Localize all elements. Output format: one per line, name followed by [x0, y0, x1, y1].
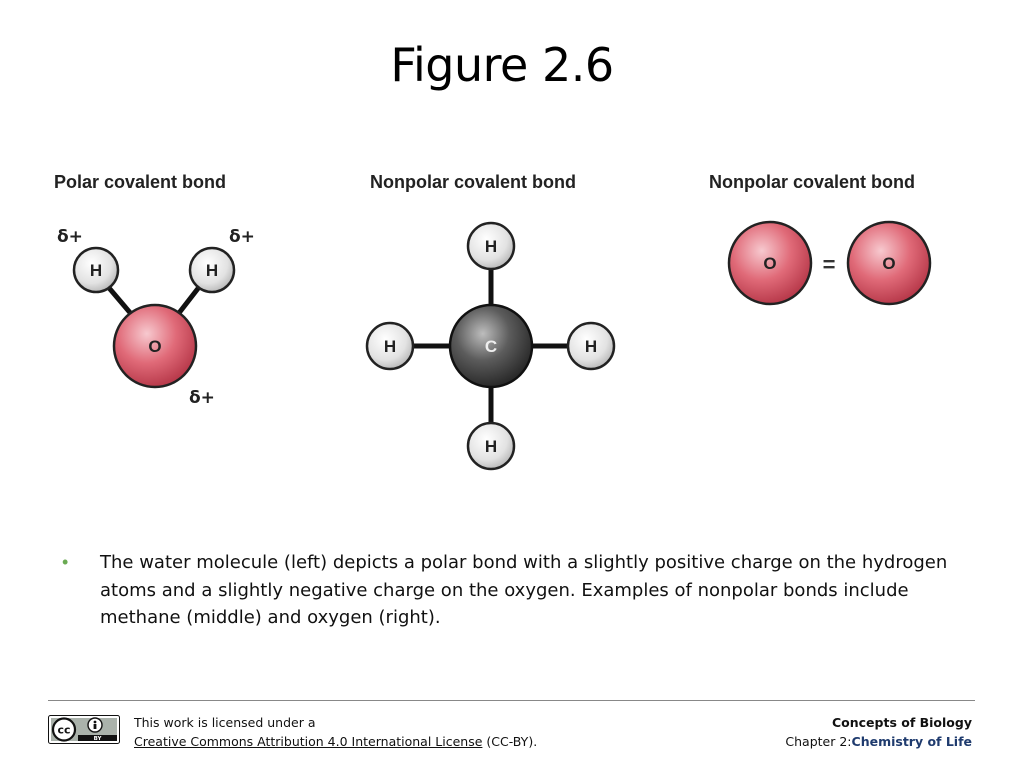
hydrogen-label: H: [90, 261, 102, 280]
footer-divider: [48, 700, 975, 701]
cc-icon-label: cc: [57, 724, 70, 737]
chapter-name: Chemistry of Life: [851, 734, 972, 749]
methane-molecule: C H H H H: [365, 221, 616, 471]
panel-title-oxygen: Nonpolar covalent bond: [709, 172, 916, 192]
oxygen-molecule: O O =: [727, 220, 932, 306]
hydrogen-label: H: [585, 337, 597, 356]
hydrogen-label: H: [485, 237, 497, 256]
license-notice: This work is licensed under a Creative C…: [134, 713, 537, 751]
carbon-label: C: [485, 337, 497, 356]
carbon-atom: [448, 303, 534, 389]
by-label: BY: [94, 736, 103, 742]
oxygen-atom: [846, 220, 932, 306]
book-info: Concepts of Biology Chapter 2:Chemistry …: [785, 713, 972, 751]
panel-title-polar: Polar covalent bond: [54, 172, 227, 192]
book-title: Concepts of Biology: [831, 715, 972, 730]
license-line: This work is licensed under a: [134, 715, 316, 730]
double-bond-symbol: =: [823, 252, 836, 277]
bullet-icon: •: [62, 552, 69, 572]
hydrogen-label: H: [206, 261, 218, 280]
partial-charge-label: δ+: [57, 227, 83, 247]
license-suffix: (CC-BY).: [482, 734, 538, 749]
hydrogen-atom: [365, 321, 415, 371]
oxygen-atom: [112, 303, 198, 389]
slide-title: Figure 2.6: [390, 38, 614, 92]
license-link[interactable]: Creative Commons Attribution 4.0 Interna…: [134, 734, 483, 749]
chapter-prefix: Chapter 2:: [785, 734, 852, 749]
hydrogen-atom: [566, 321, 616, 371]
hydrogen-atom: [466, 221, 516, 271]
oxygen-label: O: [882, 254, 895, 273]
water-molecule: H H O δ+ δ+ δ+: [57, 227, 255, 408]
hydrogen-atom: [188, 246, 236, 294]
panel-title-methane: Nonpolar covalent bond: [370, 172, 577, 192]
hydrogen-label: H: [485, 437, 497, 456]
caption-item: • The water molecule (left) depicts a po…: [62, 549, 962, 632]
hydrogen-atom: [466, 421, 516, 471]
hydrogen-label: H: [384, 337, 396, 356]
cc-icon: [51, 717, 77, 742]
hydrogen-atom: [72, 246, 120, 294]
oxygen-label: O: [148, 337, 161, 356]
oxygen-label: O: [763, 254, 776, 273]
caption-text: The water molecule (left) depicts a pola…: [100, 552, 948, 628]
partial-charge-label: δ+: [229, 227, 255, 247]
partial-charge-label: δ+: [189, 388, 215, 408]
oxygen-atom: [727, 220, 813, 306]
cc-by-badge[interactable]: cc BY: [48, 715, 120, 744]
